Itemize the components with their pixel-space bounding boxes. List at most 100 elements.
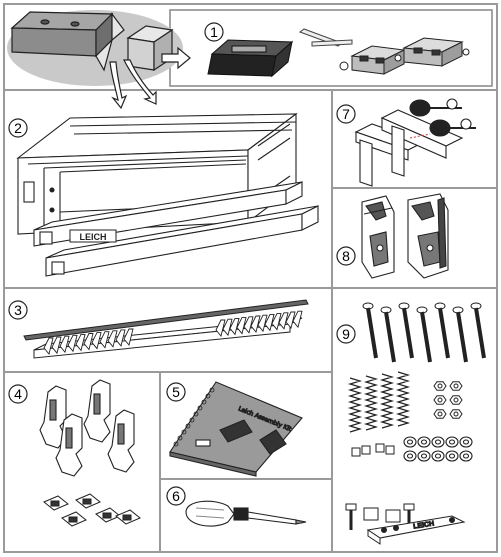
- svg-text:8: 8: [342, 248, 350, 264]
- comb-tooth: [83, 333, 94, 351]
- short-bolts: [345, 503, 415, 530]
- washer-hole: [462, 453, 470, 459]
- clamp-slot: [93, 393, 101, 415]
- clamp-bases: [43, 493, 141, 527]
- washer-hole: [448, 439, 456, 445]
- svg-text:2: 2: [14, 120, 22, 136]
- badge-3: 3: [8, 300, 28, 320]
- badge-9: 9: [336, 324, 356, 344]
- badge-1: 1: [204, 22, 224, 42]
- svg-text:1: 1: [210, 24, 218, 40]
- vhs-tape: [207, 39, 294, 78]
- comb-tooth: [107, 330, 118, 348]
- hex-nut-hole: [453, 383, 459, 389]
- clamp-slot: [49, 399, 57, 421]
- long-bolt-shank: [474, 307, 486, 359]
- wedges: [298, 28, 353, 47]
- panel-9-hardware: 9 LEICH: [336, 302, 486, 545]
- long-bolt-shank: [366, 307, 378, 359]
- washer-hole: [434, 439, 442, 445]
- panel-4-clamps: 4: [8, 379, 141, 527]
- manual-booklet: Leich Assembly Kit: [169, 381, 303, 477]
- svg-text:7: 7: [342, 106, 350, 122]
- comb-tooth: [264, 313, 275, 332]
- long-bolts: [362, 302, 486, 363]
- comb-teeth: [43, 310, 303, 355]
- hinge-right: [407, 193, 449, 279]
- badge-5: 5: [166, 382, 186, 402]
- screwdriver: [185, 500, 307, 527]
- svg-text:5: 5: [172, 384, 180, 400]
- comb-tooth: [59, 335, 70, 354]
- spring: [363, 375, 379, 431]
- badge-8: 8: [336, 246, 356, 266]
- unpack-arrows: [109, 46, 191, 110]
- long-bolt-shank: [456, 311, 468, 363]
- panel-8-hinges: 8: [336, 193, 449, 279]
- comb-tooth: [215, 319, 226, 337]
- clamp-slot: [65, 427, 73, 449]
- svg-text:3: 3: [14, 302, 22, 318]
- comb-tooth: [229, 317, 240, 336]
- svg-text:LEICH: LEICH: [80, 232, 107, 242]
- comb-tooth: [75, 333, 86, 352]
- washer-hole: [406, 439, 414, 445]
- long-bolt-shank: [420, 311, 432, 363]
- long-bolt-shank: [402, 307, 414, 359]
- clamp-base-slot: [122, 514, 132, 521]
- panel-6-screwdriver: 6: [166, 486, 307, 527]
- panel-5-manual: 5 Leich Assembly Kit: [166, 381, 303, 477]
- panel-1-packaging: 1: [7, 10, 470, 110]
- washer-hole: [420, 439, 428, 445]
- shipping-box-left: [10, 11, 125, 72]
- panel-3-comb-rail: 3: [8, 299, 309, 359]
- washer-hole: [406, 453, 414, 459]
- clamp-base-slot: [68, 516, 78, 523]
- long-bolt-shank: [438, 307, 450, 359]
- comb-tooth: [257, 314, 268, 333]
- hex-nut-hole: [437, 397, 443, 403]
- hex-nut-hole: [453, 397, 459, 403]
- mounting-plate: LEICH: [366, 515, 466, 545]
- comb-tooth: [43, 337, 54, 355]
- svg-text:9: 9: [342, 326, 350, 342]
- comb-tooth: [292, 310, 303, 329]
- square-tube-2: [45, 205, 319, 277]
- comb-tooth: [67, 334, 78, 353]
- spring: [395, 371, 411, 427]
- badge-4: 4: [8, 384, 28, 404]
- long-bolt-shank: [384, 311, 396, 363]
- clamps: [39, 379, 135, 477]
- metal-brackets: [339, 37, 470, 75]
- badge-7: 7: [336, 104, 356, 124]
- hex-nut-hole: [437, 411, 443, 417]
- panel-2-rail-frame: 2: [8, 112, 319, 277]
- spring: [379, 373, 395, 429]
- comb-tooth: [115, 329, 126, 347]
- washers: [403, 436, 473, 462]
- panel-7-arms: 7: [336, 98, 476, 187]
- badge-2: 2: [8, 118, 28, 138]
- comb-tooth: [236, 317, 247, 335]
- comb-tooth: [123, 328, 134, 346]
- comb-tooth: [243, 316, 254, 334]
- springs: [347, 371, 411, 433]
- shipping-box-right: [126, 25, 174, 72]
- washer-hole: [420, 453, 428, 459]
- comb-tooth: [285, 311, 296, 329]
- rail-logo: LEICH: [69, 229, 117, 243]
- spring: [347, 377, 363, 433]
- panel-frames: [3, 3, 498, 553]
- comb-tooth: [51, 336, 62, 355]
- comb-tooth: [91, 332, 102, 350]
- svg-text:4: 4: [14, 386, 22, 402]
- washer-hole: [434, 453, 442, 459]
- clamp-base-slot: [50, 500, 60, 507]
- hex-nut-hole: [453, 411, 459, 417]
- knob-screws: [409, 98, 476, 137]
- washer-hole: [448, 453, 456, 459]
- clamp-base-slot: [82, 498, 92, 505]
- clamp-base-slot: [102, 512, 112, 519]
- svg-text:LEICH: LEICH: [413, 520, 435, 530]
